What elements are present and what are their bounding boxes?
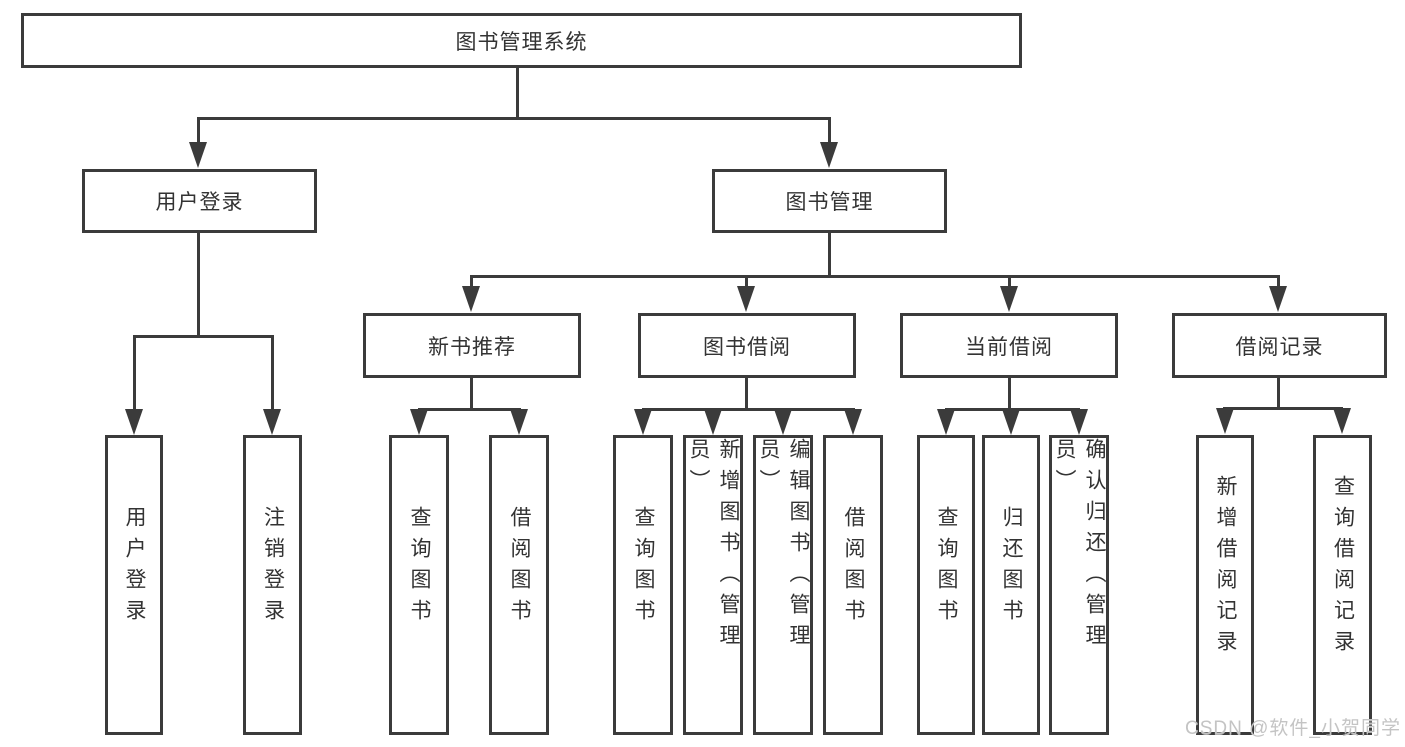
connector-line	[197, 117, 831, 120]
connector-line	[271, 335, 274, 413]
arrow-down-icon	[774, 409, 792, 435]
leaf-add-borrow-record: 新增借阅记录	[1196, 435, 1254, 735]
connector-line	[470, 275, 473, 291]
node-label: 新增借阅记录	[1214, 475, 1237, 661]
leaf-borrow-books-borrowing: 借阅图书	[823, 435, 883, 735]
connector-line	[745, 378, 748, 408]
node-label: 当前借阅	[965, 335, 1053, 359]
node-library-management-system: 图书管理系统	[21, 13, 1022, 68]
node-label: 新书推荐	[428, 335, 516, 359]
connector-line	[1277, 275, 1280, 291]
leaf-confirm-return-admin: 确认归还（管理员）	[1049, 435, 1109, 735]
leaf-query-books-recommend: 查询图书	[389, 435, 449, 735]
connector-line	[470, 378, 473, 408]
node-label: 用户登录	[123, 506, 146, 630]
node-label: 新增图书（管理员）	[687, 438, 740, 655]
connector-line	[470, 275, 1280, 278]
arrow-down-icon	[263, 409, 281, 435]
connector-line	[1223, 407, 1343, 410]
connector-line	[1008, 378, 1011, 408]
connector-line	[1277, 378, 1280, 407]
connector-line	[133, 335, 274, 338]
arrow-down-icon	[1269, 286, 1287, 312]
arrow-down-icon	[410, 409, 428, 435]
csdn-watermark: CSDN @软件_小贺同学	[1185, 718, 1401, 739]
node-current-borrowing: 当前借阅	[900, 313, 1118, 378]
arrow-down-icon	[704, 409, 722, 435]
arrow-down-icon	[634, 409, 652, 435]
node-label: 查询借阅记录	[1331, 475, 1355, 661]
connector-line	[642, 408, 855, 411]
arrow-down-icon	[820, 142, 838, 168]
arrow-down-icon	[1002, 409, 1020, 435]
node-borrowing-records: 借阅记录	[1172, 313, 1387, 378]
connector-line	[516, 68, 519, 117]
leaf-query-books-current: 查询图书	[917, 435, 975, 735]
connector-line	[745, 275, 748, 291]
leaf-logout: 注销登录	[243, 435, 302, 735]
node-label: 借阅记录	[1235, 335, 1324, 359]
node-label: 图书借阅	[703, 335, 791, 359]
connector-line	[197, 117, 200, 147]
arrow-down-icon	[737, 286, 755, 312]
leaf-borrow-books-recommend: 借阅图书	[489, 435, 549, 735]
node-book-management: 图书管理	[712, 169, 947, 233]
arrow-down-icon	[937, 409, 955, 435]
arrow-down-icon	[1333, 408, 1351, 434]
arrow-down-icon	[1000, 286, 1018, 312]
node-label: 查询图书	[408, 506, 431, 630]
node-label: 借阅图书	[508, 506, 531, 630]
node-book-borrowing: 图书借阅	[638, 313, 856, 378]
leaf-query-borrow-record: 查询借阅记录	[1313, 435, 1372, 735]
leaf-return-books: 归还图书	[982, 435, 1040, 735]
node-label: 确认归还（管理员）	[1053, 438, 1106, 655]
arrow-down-icon	[510, 409, 528, 435]
node-label: 图书管理	[785, 191, 874, 214]
node-label: 编辑图书（管理员）	[757, 438, 810, 655]
connector-line	[133, 335, 136, 413]
node-label: 查询图书	[632, 506, 655, 630]
arrow-down-icon	[125, 409, 143, 435]
leaf-query-books-borrowing: 查询图书	[613, 435, 673, 735]
arrow-down-icon	[462, 286, 480, 312]
node-user-login: 用户登录	[82, 169, 317, 233]
arrow-down-icon	[1070, 409, 1088, 435]
node-label: 注销登录	[261, 506, 285, 630]
connector-line	[418, 408, 521, 411]
leaf-edit-book-admin: 编辑图书（管理员）	[753, 435, 813, 735]
arrow-down-icon	[1216, 408, 1234, 434]
leaf-add-book-admin: 新增图书（管理员）	[683, 435, 743, 735]
leaf-user-login: 用户登录	[105, 435, 163, 735]
node-label: 查询图书	[935, 506, 958, 630]
node-label: 归还图书	[1000, 506, 1023, 630]
connector-line	[828, 233, 831, 275]
node-new-book-recommend: 新书推荐	[363, 313, 581, 378]
connector-line	[197, 233, 200, 335]
connector-line	[1008, 275, 1011, 291]
arrow-down-icon	[844, 409, 862, 435]
arrow-down-icon	[189, 142, 207, 168]
node-label: 图书管理系统	[455, 30, 588, 54]
node-label: 借阅图书	[842, 506, 865, 630]
node-label: 用户登录	[155, 191, 244, 214]
connector-line	[828, 117, 831, 147]
